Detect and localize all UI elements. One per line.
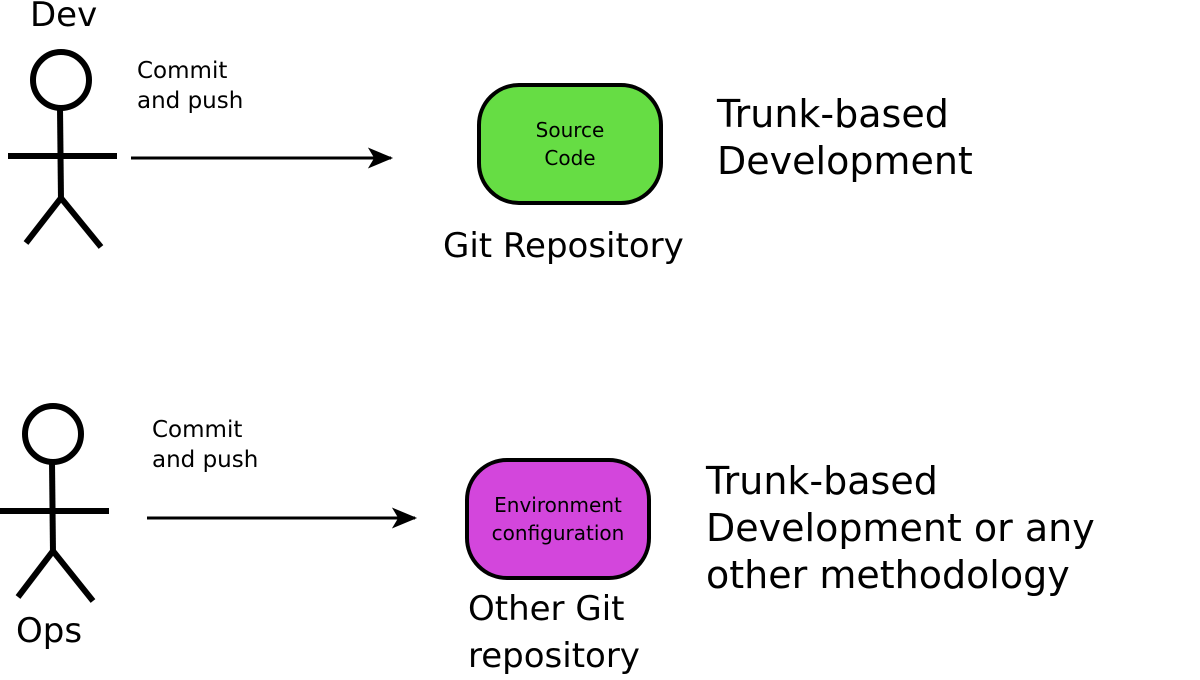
dev-edge-label: Commit and push	[137, 58, 244, 114]
environment-configuration-label: Environment configuration	[491, 493, 625, 545]
ops-edge-label: Commit and push	[152, 417, 259, 473]
dev-head	[30, 49, 92, 111]
dev-methodology-label: Trunk-based Development	[717, 92, 973, 183]
source-code-label: Source Code	[535, 118, 605, 170]
ops-left-leg	[15, 549, 56, 599]
ops-actor-label: Ops	[16, 611, 83, 651]
dev-actor-label: Dev	[30, 0, 98, 35]
ops-actor-figure	[0, 403, 109, 603]
dev-right-leg	[58, 196, 104, 249]
ops-right-leg	[50, 549, 96, 603]
ops-methodology-label: Trunk-based Development or any other met…	[706, 459, 1095, 597]
git-repository-label: Git Repository	[443, 226, 684, 266]
source-code-node: Source Code	[477, 83, 663, 205]
dev-actor-figure	[8, 49, 117, 249]
other-git-repository-label: Other Git repository	[468, 589, 640, 676]
ops-head	[22, 403, 84, 465]
ops-body	[49, 461, 56, 554]
dev-left-leg	[23, 196, 64, 245]
environment-configuration-node: Environment configuration	[465, 458, 651, 580]
